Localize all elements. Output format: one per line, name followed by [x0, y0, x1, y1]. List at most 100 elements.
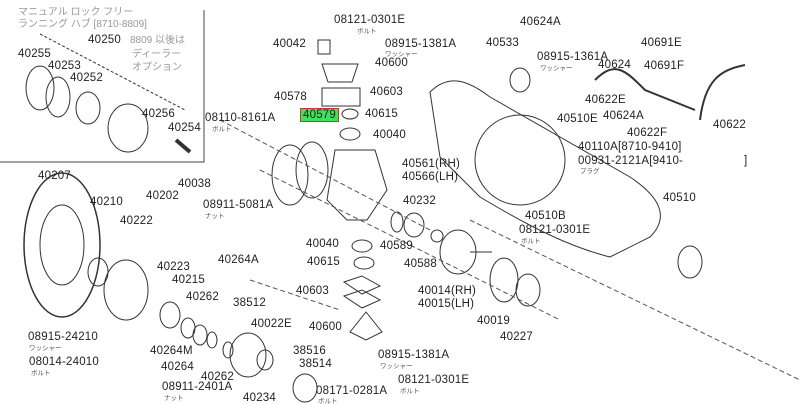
part-label[interactable]: 40038 — [178, 178, 211, 190]
part-label[interactable]: 40223 — [157, 261, 190, 273]
part-label[interactable]: 40603 — [370, 86, 403, 98]
part-label[interactable]: 40603 — [296, 285, 329, 297]
part-label[interactable]: 40624 — [598, 59, 631, 71]
part-label[interactable]: 40252 — [70, 72, 103, 84]
part-label[interactable]: 08915-1381A — [385, 38, 457, 50]
part-label[interactable]: 40624A — [520, 16, 561, 28]
part-label[interactable]: 08121-0301E — [334, 14, 406, 26]
part-note: ワッシャー — [29, 345, 62, 352]
part-label[interactable]: 00931-2121A[9410- — [578, 155, 684, 167]
breather-hose — [594, 64, 746, 121]
part-note: ワッシャー — [385, 51, 418, 58]
part-label[interactable]: 38512 — [233, 297, 266, 309]
part-label[interactable]: 40264 — [161, 361, 194, 373]
part-label[interactable]: 40207 — [38, 170, 71, 182]
inset-title-line1: マニュアル ロック フリー — [18, 7, 134, 18]
part-label[interactable]: 40622E — [585, 94, 626, 106]
inset-note-line1: 8809 以後は — [130, 35, 186, 46]
inset-note-line2: ディーラー — [132, 49, 182, 60]
highlighted-part-label[interactable]: 40579 — [300, 108, 339, 122]
part-label[interactable]: 40222 — [120, 215, 153, 227]
part-label[interactable]: 40015(LH) — [418, 298, 475, 310]
part-note: ボルト — [212, 126, 232, 133]
part-label[interactable]: 40202 — [146, 190, 179, 202]
part-label[interactable]: 08171-0281A — [316, 385, 388, 397]
part-label[interactable]: 08110-8161A — [205, 112, 276, 124]
part-label[interactable]: 40691E — [641, 37, 682, 49]
part-note: ボルト — [521, 238, 541, 245]
dust-cover — [271, 144, 309, 206]
part-note: プラグ — [580, 168, 600, 175]
part-label[interactable]: 08911-5081A — [203, 199, 274, 211]
part-label[interactable]: 40040 — [306, 238, 339, 250]
part-label[interactable]: 40264M — [150, 345, 193, 357]
part-label[interactable]: 40019 — [477, 315, 510, 327]
part-note: ナット — [205, 213, 225, 220]
part-label[interactable]: 08915-1361A — [537, 51, 609, 63]
part-label[interactable]: 40253 — [48, 60, 81, 72]
part-label[interactable]: 08121-0301E — [519, 224, 591, 236]
part-label[interactable]: 40215 — [172, 274, 205, 286]
part-label[interactable]: 40022E — [251, 318, 292, 330]
part-label[interactable]: 40210 — [90, 196, 123, 208]
part-label[interactable]: 40615 — [365, 108, 398, 120]
part-label[interactable]: 40566(LH) — [402, 171, 459, 183]
cap — [292, 373, 318, 403]
part-note: ワッシャー — [380, 363, 413, 370]
part-label[interactable]: 40615 — [307, 256, 340, 268]
inset-border — [0, 10, 205, 163]
part-label[interactable]: 40040 — [373, 129, 406, 141]
part-label[interactable]: 08915-24210 — [28, 331, 98, 343]
part-label[interactable]: 40014(RH) — [418, 285, 477, 297]
part-label[interactable]: 40600 — [375, 57, 408, 69]
knuckle — [326, 149, 388, 221]
part-label[interactable]: 08915-1381A — [378, 349, 450, 361]
part-note: ボルト — [400, 388, 420, 395]
part-label[interactable]: 40262 — [186, 291, 219, 303]
part-label[interactable]: 40691F — [644, 60, 685, 72]
part-label[interactable]: 40250 — [88, 34, 121, 46]
part-label[interactable]: 40110A[8710-9410] — [578, 141, 682, 153]
part-label[interactable]: 40255 — [18, 48, 51, 60]
part-label[interactable]: 40510E — [557, 113, 598, 125]
part-label[interactable]: 40256 — [142, 108, 175, 120]
part-note: ナット — [164, 395, 184, 402]
part-label[interactable]: 08014-24010 — [29, 356, 99, 368]
breather-seal — [509, 67, 531, 93]
knuckle-arm — [349, 311, 383, 341]
lock-hub — [229, 332, 267, 378]
part-label[interactable]: 08911-2401A — [162, 381, 233, 393]
brake-rotor — [23, 172, 101, 318]
part-label[interactable]: 40588 — [404, 258, 437, 270]
part-label[interactable]: 40578 — [274, 91, 307, 103]
part-label[interactable]: 40264A — [218, 254, 259, 266]
part-label[interactable]: 40262 — [201, 371, 234, 383]
part-label[interactable]: 40254 — [168, 122, 201, 134]
inset-note-line3: オプション — [132, 62, 182, 73]
part-label[interactable]: 38516 — [293, 345, 326, 357]
axle-housing — [429, 80, 661, 258]
part-label[interactable]: 40561(RH) — [402, 158, 461, 170]
inset-clutch — [75, 91, 101, 125]
part-label[interactable]: 40234 — [243, 392, 276, 404]
part-label[interactable]: 40624A — [603, 110, 644, 122]
part-label[interactable]: 40622F — [627, 127, 668, 139]
part-label[interactable]: 40510 — [663, 192, 696, 204]
part-label[interactable]: 38514 — [299, 358, 332, 370]
part-label[interactable]: 40042 — [273, 38, 306, 50]
part-label[interactable]: 40533 — [486, 37, 519, 49]
inset-title-line2: ランニング ハブ [8710-8809] — [18, 19, 147, 30]
part-label[interactable]: 40510B — [525, 210, 566, 222]
part-label[interactable]: 40622 — [713, 119, 746, 131]
part-note: ワッシャー — [540, 65, 573, 72]
cap-plate — [321, 63, 359, 83]
inset-cap — [25, 65, 55, 111]
part-label[interactable]: 40232 — [403, 195, 436, 207]
inset-hub — [107, 103, 149, 153]
part-label[interactable]: 40227 — [500, 331, 533, 343]
part-label[interactable]: 40589 — [380, 240, 413, 252]
hub — [103, 259, 149, 321]
part-label[interactable]: 08121-0301E — [398, 374, 470, 386]
part-label[interactable]: 40600 — [309, 321, 342, 333]
